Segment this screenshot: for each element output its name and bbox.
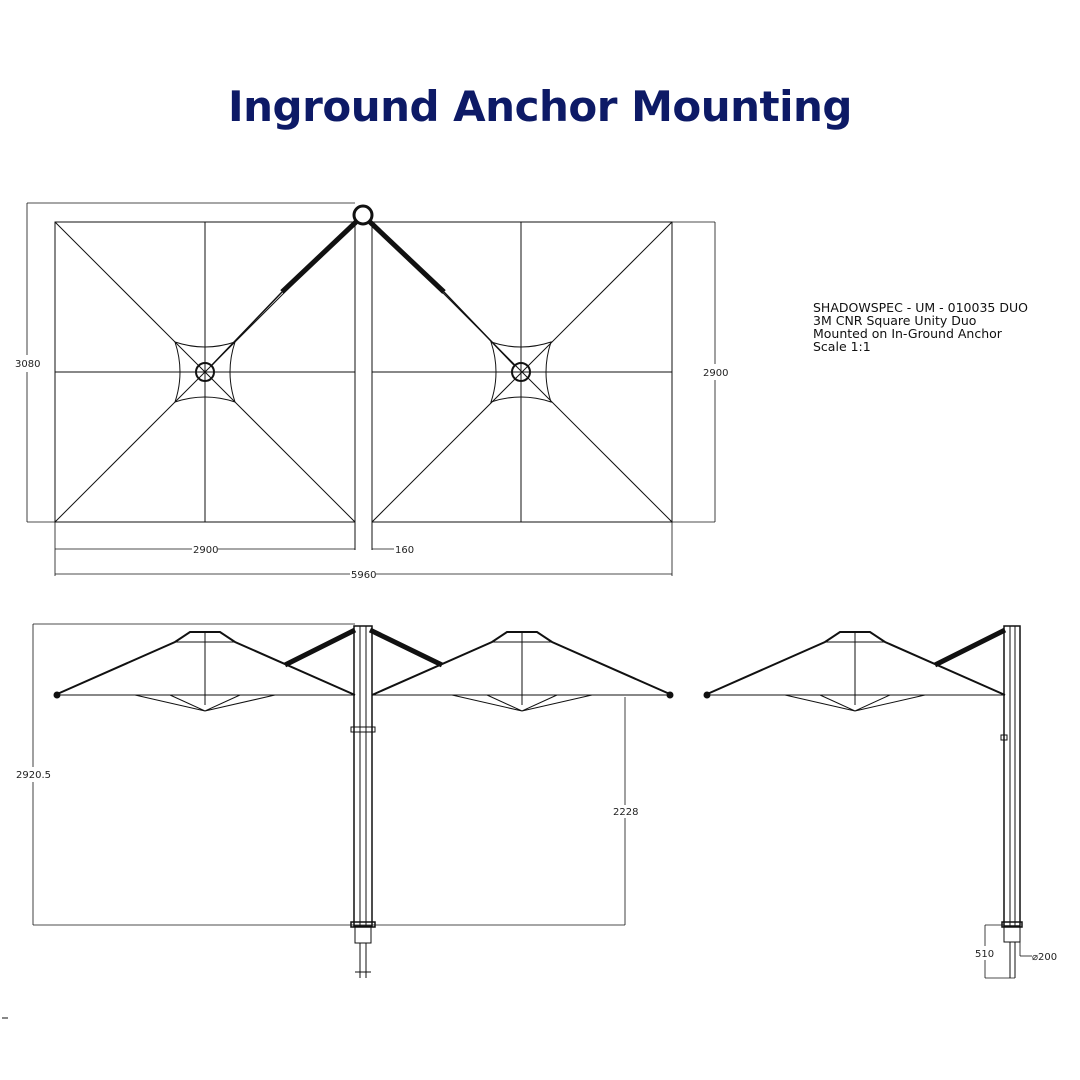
pole-side-elev: [1000, 625, 1023, 978]
canopy-right-elev: [371, 631, 674, 712]
title-block: SHADOWSPEC - UM - 010035 DUO 3M CNR Squa…: [813, 301, 1028, 353]
dim-5960: 5960: [351, 570, 376, 581]
dim-2228: 2228: [613, 807, 638, 818]
page-title: Inground Anchor Mounting: [228, 82, 852, 131]
plan-view: 3080 2900 2900 160 5960: [15, 202, 728, 581]
elev-dimensions: [32, 623, 626, 926]
front-elevation: 2920.5 2228: [16, 623, 674, 978]
dim-510: 510: [975, 949, 994, 960]
scale: Scale 1:1: [813, 339, 871, 354]
dim-diameter-200: ⌀200: [1032, 952, 1057, 963]
canopy-side-elev: [703, 627, 1007, 712]
mounting-type: Mounted on In-Ground Anchor: [813, 326, 1002, 341]
side-elevation: 510 ⌀200: [703, 625, 1057, 979]
dim-2920-5: 2920.5: [16, 770, 51, 781]
drawing-number: SHADOWSPEC - UM - 010035 DUO: [813, 300, 1028, 315]
pole-elev: [283, 625, 444, 978]
dim-2900-depth: 2900: [703, 368, 728, 379]
anchor-dimensions: [984, 924, 1032, 979]
canopy-left-elev: [53, 631, 356, 712]
plan-dimensions: [26, 202, 716, 576]
dim-3080: 3080: [15, 359, 40, 370]
product-name: 3M CNR Square Unity Duo: [813, 313, 977, 328]
dim-160: 160: [395, 545, 414, 556]
dim-2900-width: 2900: [193, 545, 218, 556]
pole-and-arms-plan: [211, 204, 515, 550]
